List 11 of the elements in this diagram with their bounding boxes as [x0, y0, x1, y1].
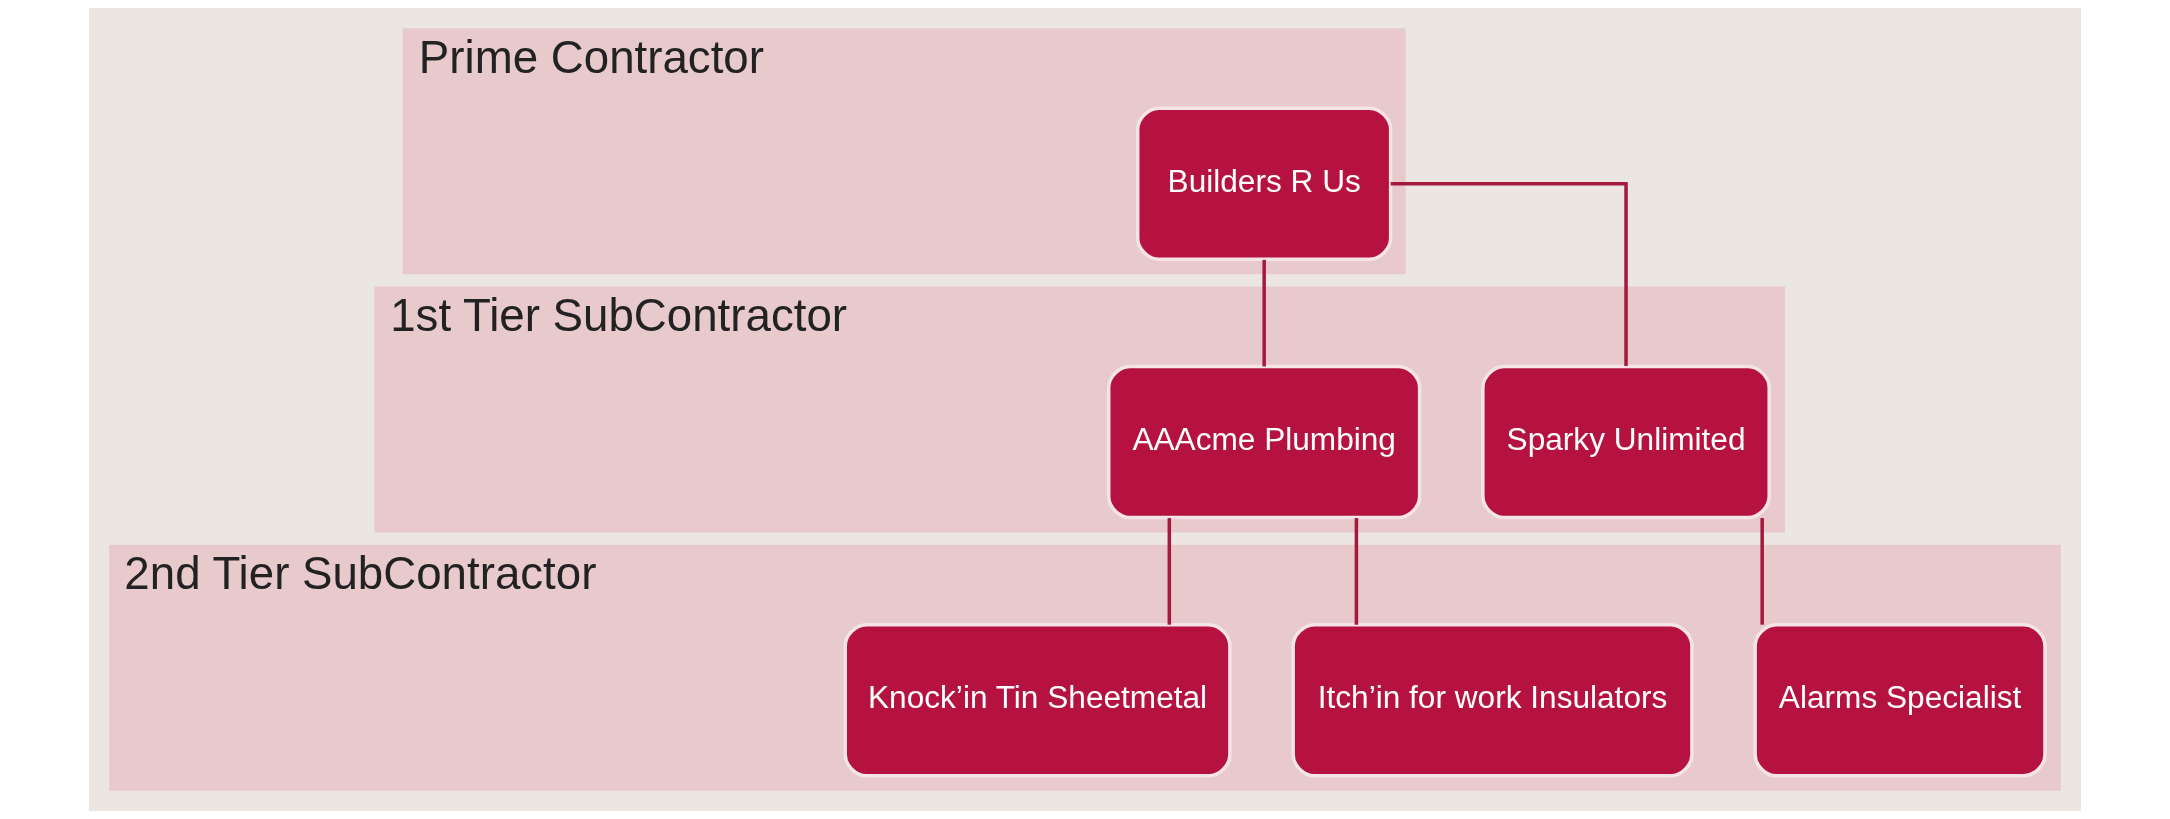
- node-box: Knock’in Tin Sheetmetal: [843, 622, 1232, 778]
- node-box: Sparky Unlimited: [1481, 364, 1771, 520]
- node-box: Builders R Us: [1135, 106, 1393, 262]
- connector: [1262, 259, 1266, 367]
- connector: [1760, 518, 1764, 625]
- connector: [1167, 518, 1172, 625]
- node-box: Alarms Specialist: [1753, 622, 2047, 778]
- node-box: Itch’in for work Insulators: [1291, 622, 1694, 778]
- connector: [1354, 518, 1359, 625]
- node-box: AAAcme Plumbing: [1106, 364, 1422, 520]
- connector: [1390, 182, 1628, 366]
